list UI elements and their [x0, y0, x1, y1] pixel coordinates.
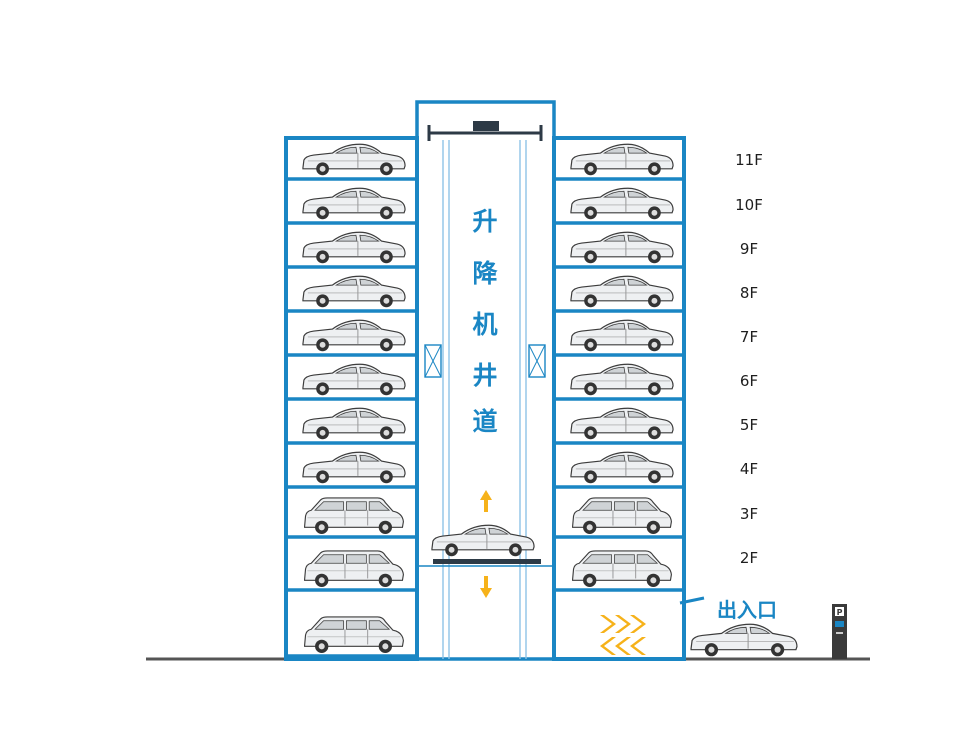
parking-pay-station-icon [832, 604, 847, 659]
right-parked-sedan [570, 319, 674, 352]
left-parked-sedan [302, 407, 406, 440]
right-parked-wagon [572, 550, 672, 587]
right-parked-sedan [570, 407, 674, 440]
right-parked-sedan [570, 275, 674, 308]
right-parked-wagon [572, 497, 672, 534]
left-parked-wagon [304, 616, 404, 653]
shaft-label-char: 升 [472, 207, 498, 236]
left-parked-sedan [302, 451, 406, 484]
counterweight-left [424, 344, 442, 378]
lift-platform-car [431, 524, 535, 557]
left-parked-sedan [302, 319, 406, 352]
right-parked-sedan [570, 143, 674, 176]
entrance-canopy [679, 596, 705, 612]
floor-label-11f: 11F [735, 151, 763, 169]
right-parking-column [552, 136, 686, 661]
shaft-label-char: 降 [472, 259, 498, 288]
left-parked-sedan [302, 363, 406, 396]
floor-label-2f: 2F [739, 549, 759, 567]
floor-label-10f: 10F [735, 196, 763, 214]
right-parked-sedan [570, 187, 674, 220]
floor-label-3f: 3F [739, 505, 759, 523]
shaft-label-char: 井 [472, 361, 498, 390]
floor-label-4f: 4F [739, 460, 759, 478]
floor-label-7f: 7F [739, 328, 759, 346]
counterweight-right [528, 344, 546, 378]
floor-label-5f: 5F [739, 416, 759, 434]
entrance-label: 出入口 [717, 598, 777, 622]
up-arrow-icon [480, 490, 492, 512]
shaft-label-char: 道 [472, 407, 498, 436]
left-column-slabs [288, 177, 415, 658]
shaft-label-char: 机 [472, 310, 498, 339]
floor-label-9f: 9F [739, 240, 759, 258]
down-arrow-icon [480, 576, 492, 598]
lift-platform [433, 559, 541, 564]
left-parked-wagon [304, 550, 404, 587]
left-parked-sedan [302, 187, 406, 220]
left-parked-wagon [304, 497, 404, 534]
right-column-vehicles [570, 143, 674, 587]
hoist-beam [427, 121, 543, 141]
left-parked-sedan [302, 231, 406, 264]
floor-label-6f: 6F [739, 372, 759, 390]
left-parked-sedan [302, 143, 406, 176]
parking-sign-letter: P [837, 608, 843, 617]
right-parked-sedan [570, 231, 674, 264]
left-parked-sedan [302, 275, 406, 308]
right-parked-sedan [570, 363, 674, 396]
right-column-slabs [556, 177, 682, 592]
chevron-arrows-icon [600, 615, 646, 655]
floor-label-8f: 8F [739, 284, 759, 302]
right-parked-sedan [570, 451, 674, 484]
entering-car [690, 623, 798, 657]
